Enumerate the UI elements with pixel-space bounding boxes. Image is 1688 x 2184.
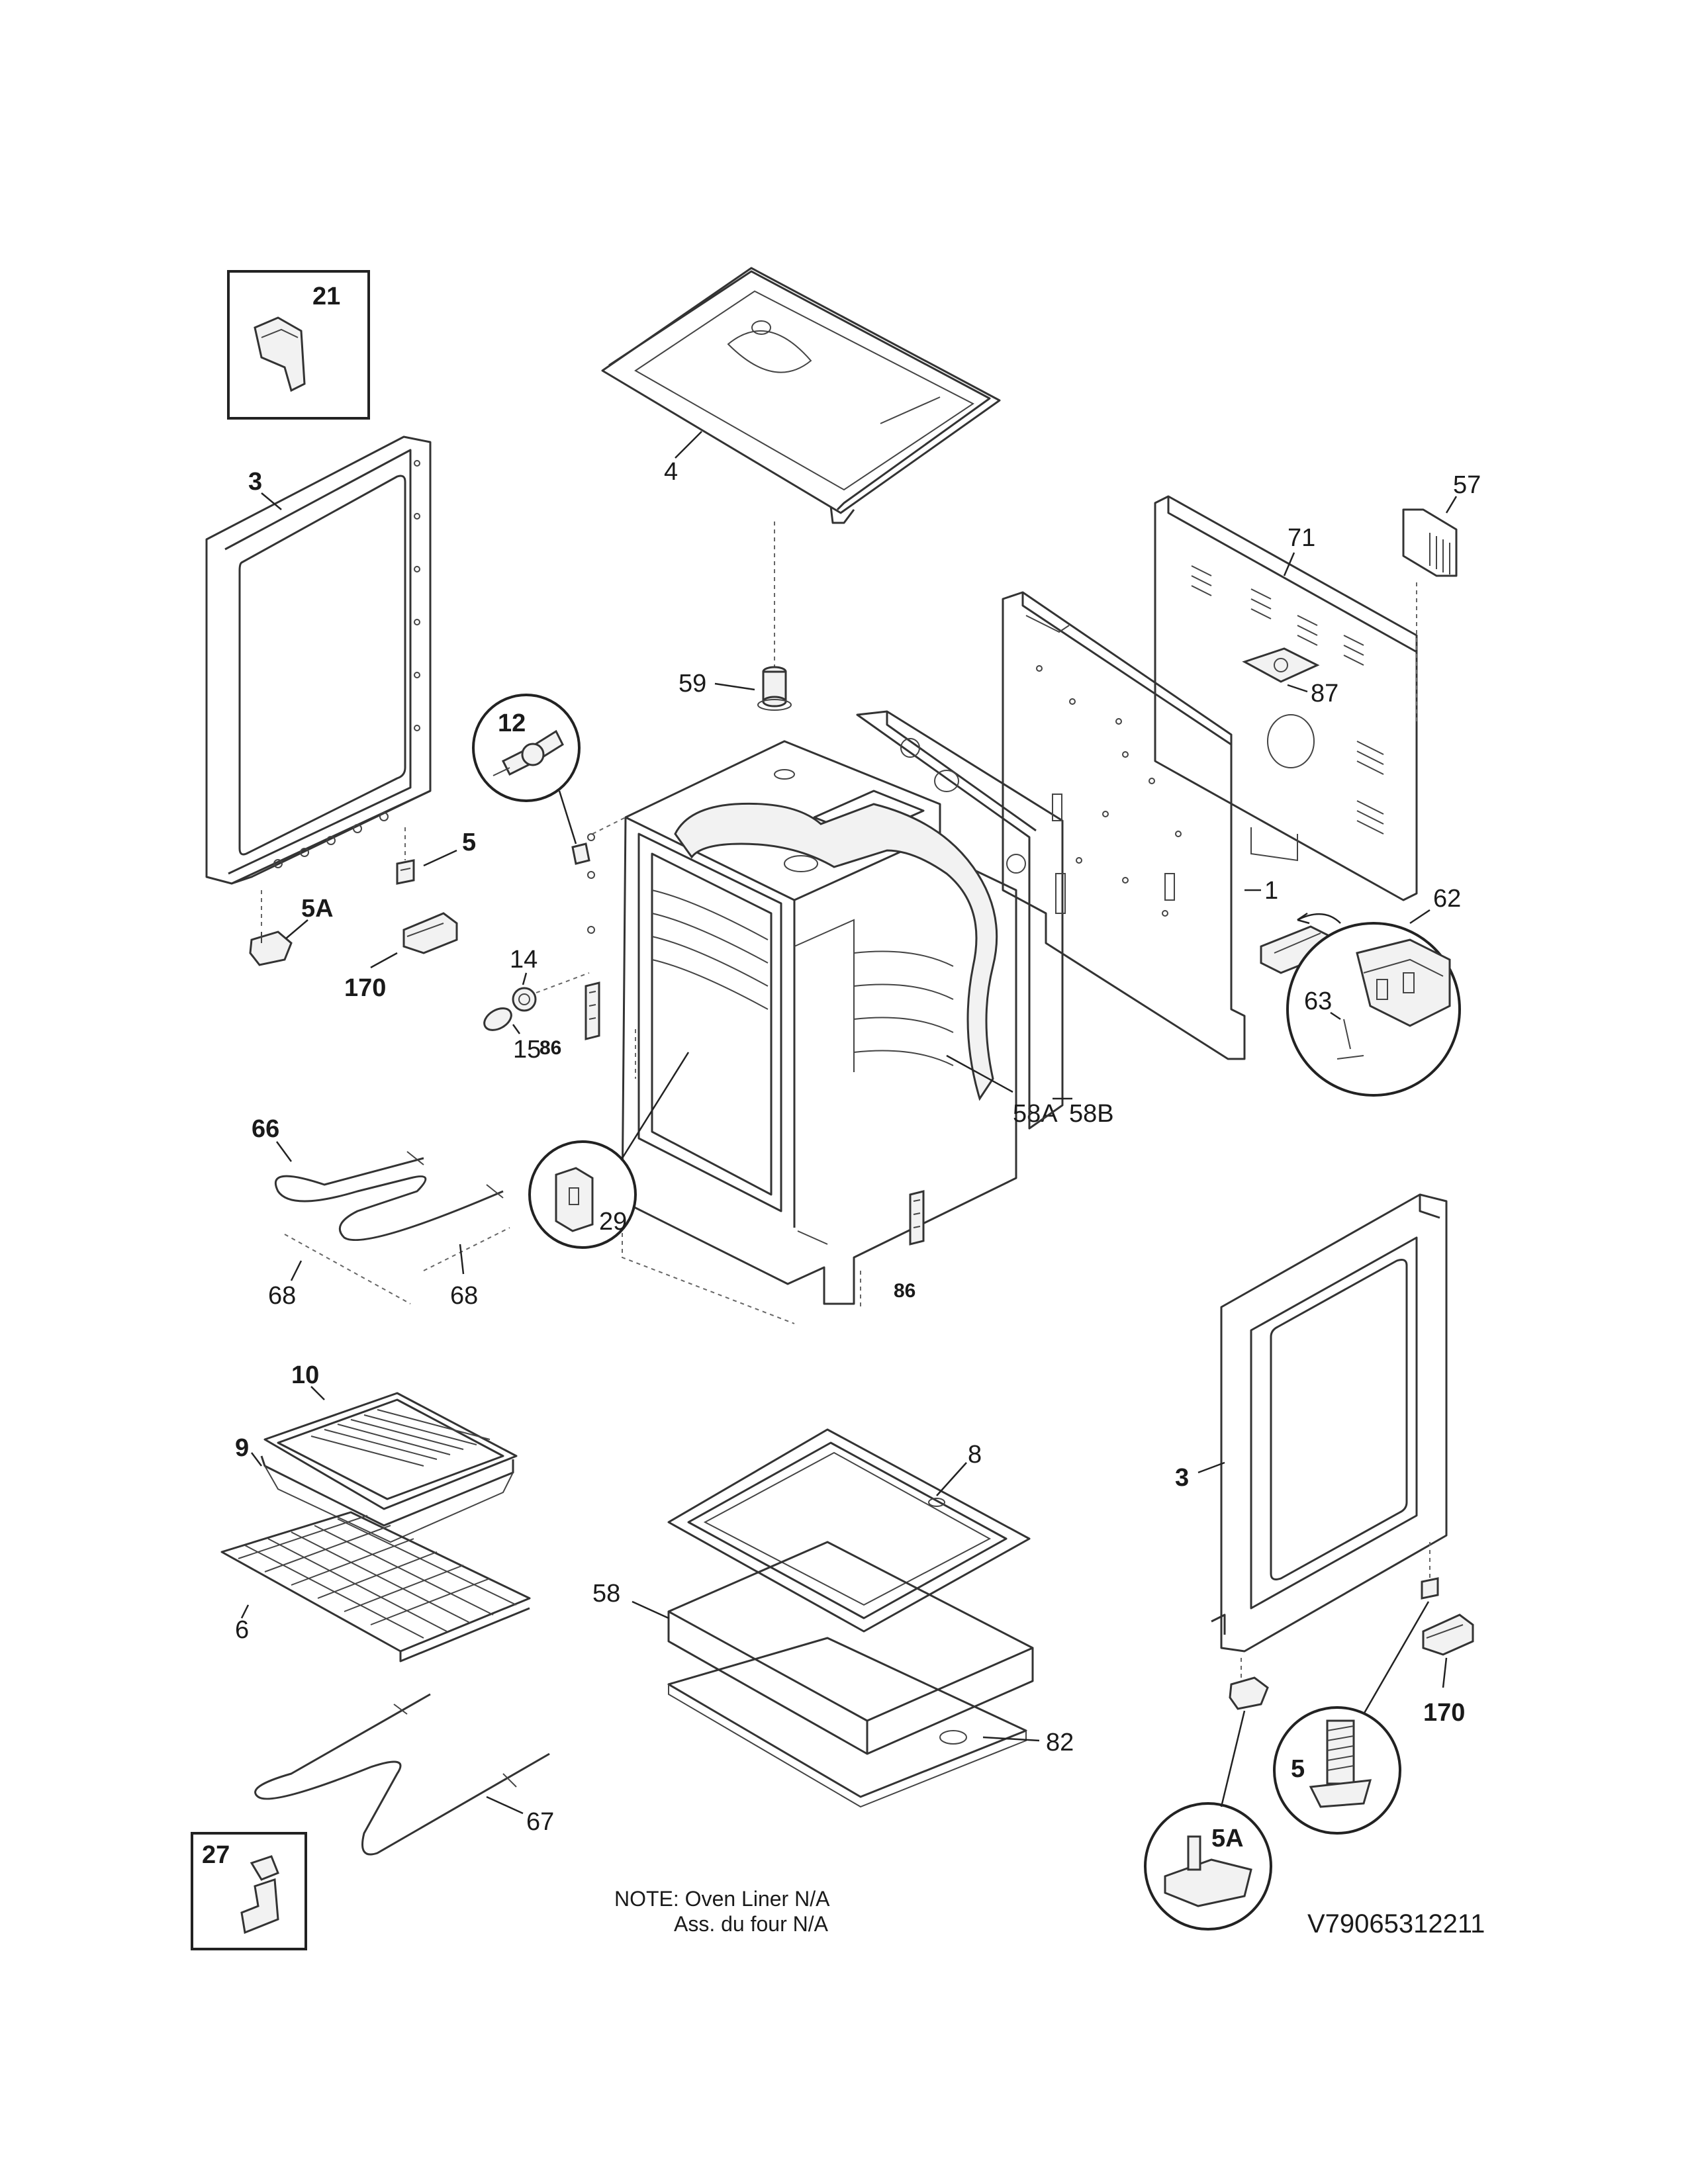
label-170-right: 170 — [1423, 1699, 1465, 1727]
part-21-inset — [227, 270, 370, 420]
back-panel — [1002, 591, 1246, 1060]
right-side-panel — [1211, 1193, 1448, 1653]
broiler-pan-9 — [260, 1455, 514, 1543]
label-6: 6 — [235, 1616, 249, 1644]
oven-cavity — [621, 740, 1017, 1324]
leveler-bracket-5a-right — [1229, 1676, 1269, 1710]
bottom-insulation-58 — [667, 1541, 1034, 1755]
rear-panel — [1154, 495, 1418, 901]
terminal-block-detail — [1336, 938, 1451, 1060]
note-line-2: Ass. du four N/A — [674, 1912, 829, 1936]
anti-tip-bracket-right — [1422, 1614, 1474, 1656]
bottom-tray-82 — [667, 1637, 1027, 1808]
leveler-right — [1421, 1577, 1439, 1600]
hinge-receiver-86-left — [585, 981, 600, 1040]
bake-element-66 — [274, 1151, 504, 1242]
part-59-spacer — [757, 666, 792, 711]
lamp-bulb-15 — [483, 1007, 512, 1031]
note-line-1: NOTE: Oven Liner N/A — [614, 1887, 830, 1911]
label-3-right: 3 — [1175, 1464, 1189, 1492]
label-87: 87 — [1311, 680, 1338, 707]
lamp-socket-14 — [512, 987, 537, 1012]
label-29: 29 — [599, 1208, 627, 1236]
label-58b: 58B — [1069, 1100, 1114, 1128]
label-86-left: 86 — [539, 1037, 561, 1059]
label-67: 67 — [526, 1808, 554, 1836]
part-12-detail — [492, 729, 564, 776]
insulation-58b — [856, 710, 1066, 1130]
label-86-right: 86 — [894, 1280, 915, 1302]
hinge-receiver-86-right — [909, 1190, 925, 1246]
left-side-panel — [205, 435, 432, 885]
label-5a-right: 5A — [1211, 1825, 1244, 1852]
label-62: 62 — [1433, 885, 1461, 913]
label-10: 10 — [291, 1361, 319, 1389]
label-5a-left: 5A — [301, 895, 334, 923]
label-21: 21 — [312, 283, 340, 310]
label-68-b: 68 — [450, 1282, 478, 1310]
leveler-5-detail — [1309, 1719, 1372, 1808]
vent-cover-57 — [1402, 508, 1458, 577]
label-12: 12 — [498, 709, 526, 737]
label-63: 63 — [1304, 987, 1332, 1015]
leveler-left — [396, 859, 415, 885]
bracket-5a-detail — [1164, 1835, 1252, 1907]
label-27: 27 — [202, 1841, 230, 1869]
broiler-pan-insert-10 — [263, 1392, 518, 1510]
label-57: 57 — [1453, 471, 1481, 499]
label-170-left: 170 — [344, 974, 386, 1002]
label-58: 58 — [592, 1580, 620, 1608]
part-29-detail — [555, 1167, 594, 1232]
anti-tip-bracket-left — [402, 912, 458, 954]
label-15: 15 — [513, 1036, 541, 1064]
label-4: 4 — [664, 458, 678, 486]
label-14: 14 — [510, 946, 538, 974]
part-12-small — [571, 842, 590, 865]
broil-element-67 — [254, 1693, 550, 1856]
label-68-a: 68 — [268, 1282, 296, 1310]
label-8: 8 — [968, 1441, 982, 1469]
label-1: 1 — [1264, 877, 1278, 905]
diagram-code: V79065312211 — [1307, 1909, 1485, 1938]
label-82: 82 — [1046, 1729, 1074, 1756]
label-66: 66 — [252, 1115, 279, 1143]
label-59: 59 — [679, 670, 706, 698]
oven-bottom-8 — [667, 1428, 1031, 1633]
leveler-bracket-5a-left — [249, 931, 293, 966]
label-71: 71 — [1288, 524, 1315, 552]
label-9: 9 — [235, 1434, 249, 1462]
label-5-left: 5 — [462, 829, 476, 856]
label-5-right: 5 — [1291, 1755, 1305, 1783]
insulation-58a — [674, 802, 998, 1101]
part-27-inset — [191, 1832, 307, 1950]
top-panel — [601, 267, 1001, 524]
label-3-left: 3 — [248, 468, 262, 496]
oven-rack-6 — [220, 1511, 531, 1662]
